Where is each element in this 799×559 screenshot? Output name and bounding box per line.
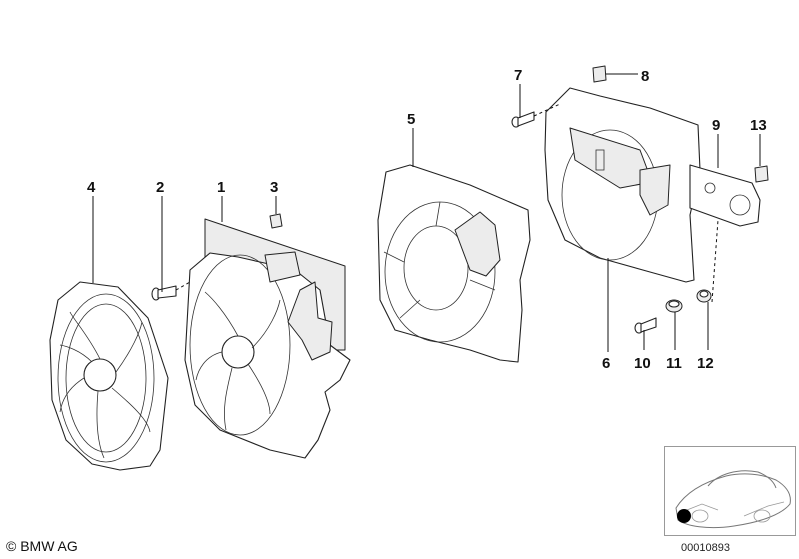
callout-12: 12	[697, 355, 714, 372]
part-8-nut	[592, 65, 607, 83]
part-11-grommet	[665, 299, 683, 313]
callout-labels: 4 2 1 3 5 6 7 8 9 13 10 11 12	[87, 67, 767, 372]
leader-lines	[92, 73, 761, 352]
vehicle-location-inset	[664, 446, 796, 536]
callout-10: 10	[634, 355, 651, 372]
callout-7: 7	[514, 67, 522, 84]
location-marker-icon	[677, 509, 691, 523]
callout-5: 5	[407, 111, 415, 128]
part-2-bolt	[151, 285, 177, 301]
part-5-shroud-frame	[377, 164, 531, 363]
part-9-bracket	[689, 164, 761, 227]
part-10-bolt	[634, 317, 657, 334]
callout-3: 3	[270, 179, 278, 196]
part-1-fan-shroud	[184, 218, 351, 459]
callout-2: 2	[156, 179, 164, 196]
callout-6: 6	[602, 355, 610, 372]
callout-8: 8	[641, 68, 649, 85]
callout-11: 11	[666, 355, 682, 372]
part-12-rubber-mount	[696, 289, 712, 303]
callout-13: 13	[750, 117, 767, 134]
part-13-nut	[754, 165, 769, 183]
callout-1: 1	[217, 179, 225, 196]
copyright-notice: © BMW AG	[6, 538, 78, 554]
part-6-large-shroud	[544, 87, 701, 283]
part-7-screw	[511, 111, 535, 128]
callout-4: 4	[87, 179, 96, 196]
part-3-clip-nut	[269, 213, 283, 229]
callout-9: 9	[712, 117, 720, 134]
part-4-fan	[49, 281, 169, 471]
drawing-number: 00010893	[681, 542, 730, 554]
